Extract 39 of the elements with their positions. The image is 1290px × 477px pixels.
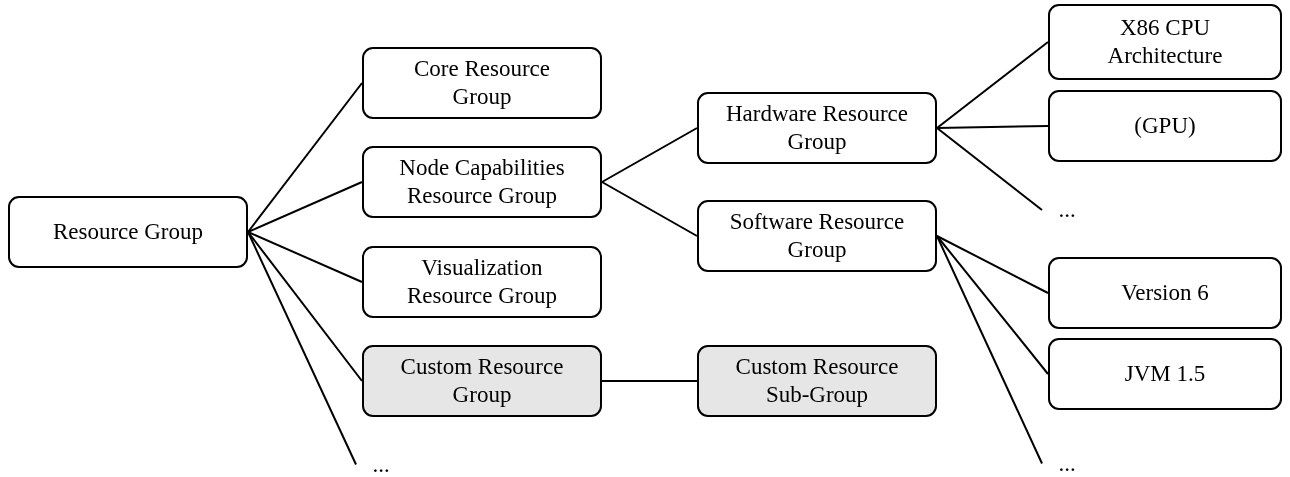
connector-line: [247, 82, 363, 233]
group-box: [697, 92, 937, 164]
node-label: Software Resource Group: [728, 208, 906, 264]
connector-line: [936, 127, 1043, 211]
connector-line: [936, 125, 1049, 129]
connector-line: [247, 181, 363, 233]
group-box: [1048, 90, 1282, 162]
node-label: Resource Group: [51, 218, 205, 246]
node-label: Node Capabilities Resource Group: [398, 154, 566, 210]
connector-line: [936, 41, 1049, 129]
custom-group-box: [697, 345, 937, 417]
node-label: Version 6: [1120, 279, 1210, 307]
node-label: Hardware Resource Group: [725, 100, 909, 156]
group-box: [1048, 4, 1282, 80]
custom-group-box: [362, 345, 602, 417]
connector-line: [601, 127, 698, 183]
node-label: JVM 1.5: [1123, 360, 1207, 388]
connector-line: [601, 181, 698, 237]
group-box: [362, 47, 602, 119]
group-box: [362, 246, 602, 318]
connector-line: [936, 235, 1049, 294]
connector-line: [247, 231, 363, 283]
connector-line: [247, 231, 363, 382]
ellipsis: ...: [1057, 449, 1077, 477]
node-label: Visualization Resource Group: [405, 254, 559, 310]
ellipsis: ...: [371, 450, 391, 477]
ellipsis: ...: [1057, 196, 1077, 224]
node-label: Custom Resource Sub-Group: [734, 353, 900, 409]
node-label: Custom Resource Group: [399, 353, 565, 409]
connector-line: [936, 235, 1049, 375]
node-label: X86 CPU Architecture: [1106, 14, 1224, 70]
group-box: [1048, 338, 1282, 410]
node-label: Core Resource Group: [412, 55, 551, 111]
group-box: [8, 196, 248, 268]
group-box: [362, 146, 602, 218]
group-box: [697, 200, 937, 272]
group-box: [1048, 257, 1282, 329]
connector-line: [601, 380, 698, 382]
node-label: (GPU): [1133, 112, 1197, 140]
